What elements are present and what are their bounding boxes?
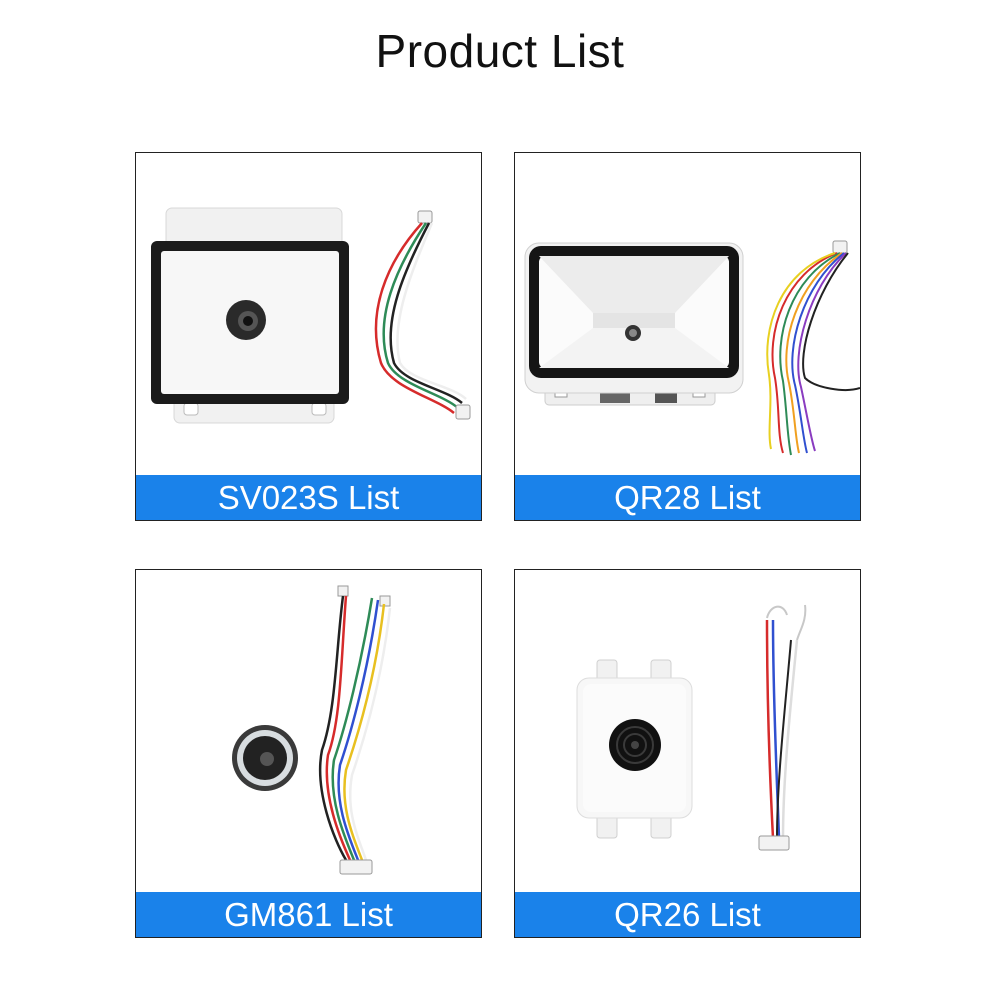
- product-label[interactable]: QR26 List: [515, 892, 860, 937]
- product-label[interactable]: QR28 List: [515, 475, 860, 520]
- qr26-scanner-image: [515, 570, 860, 893]
- product-card-gm861[interactable]: GM861 List: [135, 569, 482, 938]
- product-label[interactable]: GM861 List: [136, 892, 481, 937]
- qr28-scanner-image: [515, 153, 860, 476]
- sv023s-scanner-image: [136, 153, 481, 476]
- product-card-qr28[interactable]: QR28 List: [514, 152, 861, 521]
- product-label[interactable]: SV023S List: [136, 475, 481, 520]
- product-card-sv023s[interactable]: SV023S List: [135, 152, 482, 521]
- gm861-scanner-image: [136, 570, 481, 893]
- page-title: Product List: [375, 25, 625, 77]
- product-card-qr26[interactable]: QR26 List: [514, 569, 861, 938]
